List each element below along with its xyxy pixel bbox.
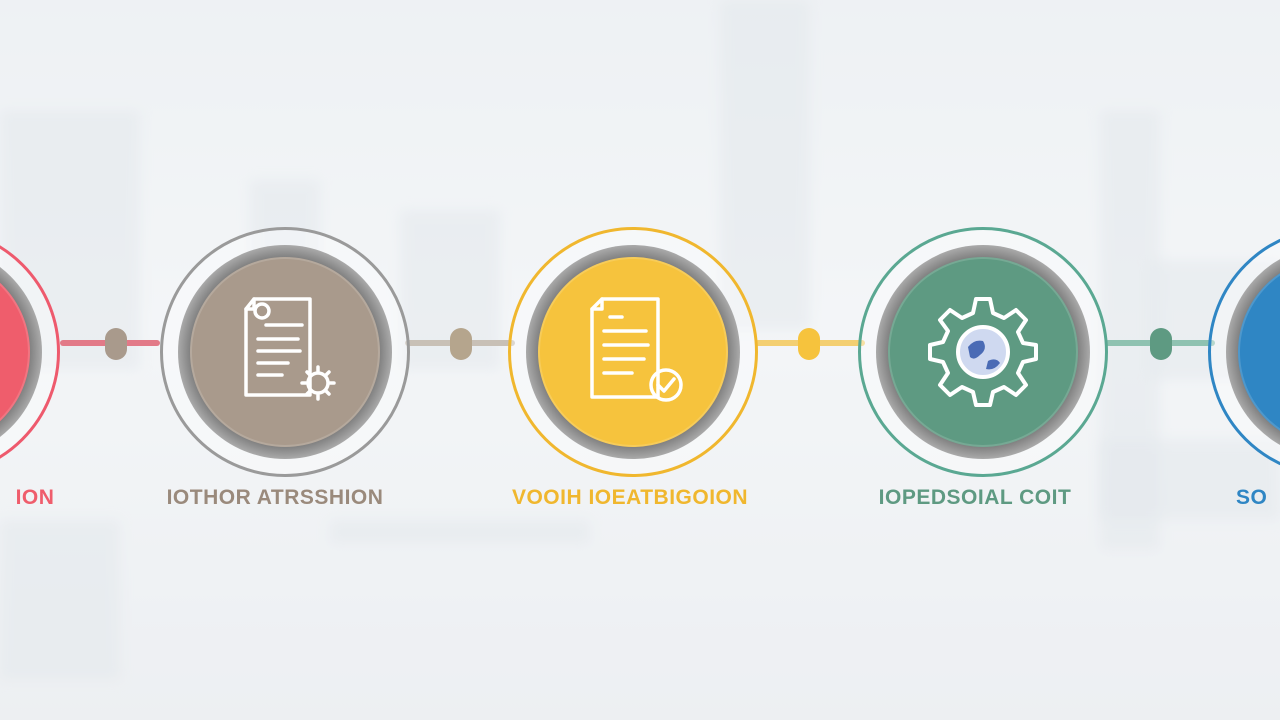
document-gear-icon — [244, 297, 336, 401]
connector-dot-3 — [798, 328, 820, 360]
step-5-title: SO — [1236, 486, 1268, 509]
step-1-title: ION — [15, 486, 55, 509]
step-3-node — [508, 227, 758, 477]
connector-dot-4 — [1150, 328, 1172, 360]
connector-dot-2 — [450, 328, 472, 360]
gear-globe-icon — [928, 297, 1038, 407]
step-2-node — [160, 227, 410, 477]
step-5-caption: SO — [1236, 486, 1280, 524]
step-3-title: VOOIH IOEATBIGOION — [511, 486, 749, 509]
step-4-node — [858, 227, 1108, 477]
step-5-node — [1208, 227, 1280, 477]
step-3-caption: VOOIH IOEATBIGOION — [480, 486, 780, 524]
step-1-caption: ION — [0, 486, 130, 524]
step-2-title: IOTHOR ATRSSHION — [166, 486, 384, 509]
step-4-title: IOPEDSOIAL COIT — [878, 486, 1072, 509]
connector-dot-1 — [105, 328, 127, 360]
step-1-node — [0, 227, 60, 477]
document-checkmark-icon — [590, 297, 683, 402]
step-2-caption: IOTHOR ATRSSHION — [100, 486, 450, 524]
step-4-caption: IOPEDSOIAL COIT — [835, 486, 1115, 524]
